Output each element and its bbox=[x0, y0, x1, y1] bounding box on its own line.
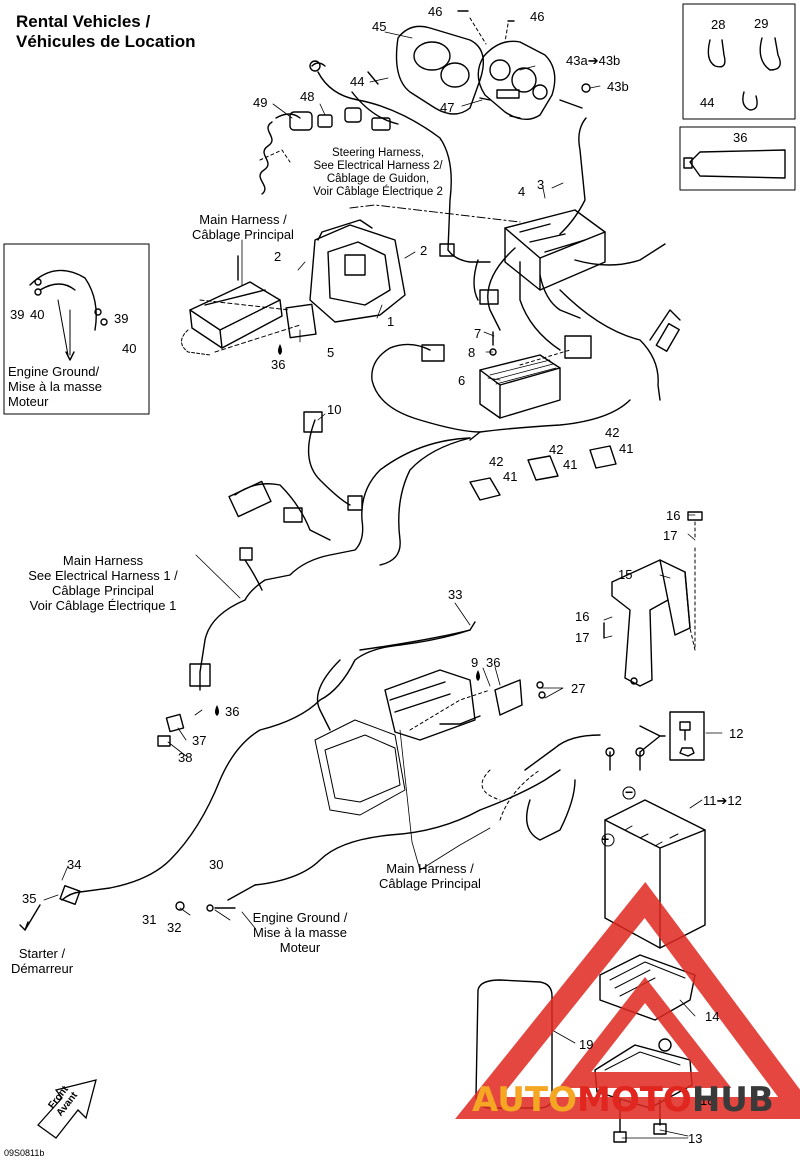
part-number: 37 bbox=[192, 733, 207, 748]
part-number: 6 bbox=[458, 373, 466, 388]
page-title: Rental Vehicles / Véhicules de Location bbox=[16, 12, 196, 52]
part-number: 13 bbox=[688, 1131, 703, 1146]
part-number: 33 bbox=[448, 587, 463, 602]
callout-main-harness-mid: Main Harness See Electrical Harness 1 / … bbox=[28, 553, 178, 613]
regulator-6 bbox=[479, 354, 561, 419]
part-number: 44 bbox=[700, 95, 715, 110]
part-number: 14 bbox=[705, 1009, 720, 1024]
main-harness-connector bbox=[189, 281, 283, 349]
watermark-hub: HUB bbox=[691, 1080, 774, 1120]
part-number: 39 bbox=[114, 311, 129, 326]
part-number: 12 bbox=[729, 726, 744, 741]
part-number: 41 bbox=[563, 457, 578, 472]
battery-minus-sign: − bbox=[625, 784, 634, 800]
part-number: 16 bbox=[666, 508, 681, 523]
callout-engine-ground-bottom: Engine Ground / Mise à la masse Moteur bbox=[252, 910, 348, 955]
part-number: 28 bbox=[711, 17, 726, 32]
inset-engine-ground bbox=[3, 243, 150, 415]
lower-module bbox=[384, 669, 476, 741]
inset-clamps bbox=[682, 3, 796, 120]
fuse-box bbox=[504, 209, 606, 291]
part-number: 35 bbox=[22, 891, 37, 906]
drop-icon bbox=[278, 344, 282, 355]
callout-main-harness-top: Main Harness / Câblage Principal bbox=[192, 212, 294, 242]
part-number: 18 bbox=[700, 1093, 715, 1108]
front-arrow-icon bbox=[37, 1079, 97, 1139]
part-number: 43a➔43b bbox=[566, 53, 621, 68]
part-number: 48 bbox=[300, 89, 315, 104]
part-number: 42 bbox=[489, 454, 504, 469]
watermark-moto: MOTO bbox=[576, 1080, 692, 1120]
part-number: 11➔12 bbox=[703, 793, 742, 808]
watermark-logo bbox=[455, 882, 800, 1119]
callout-starter: Starter / Démarreur bbox=[10, 946, 74, 976]
part-number: 1 bbox=[387, 314, 395, 329]
part-number: 19 bbox=[579, 1037, 594, 1052]
part-number: 44 bbox=[350, 74, 365, 89]
part-number: 7 bbox=[474, 326, 482, 341]
part-number: 46 bbox=[530, 9, 545, 24]
part-number: 31 bbox=[142, 912, 157, 927]
part-number: 40 bbox=[122, 341, 137, 356]
part-number: 10 bbox=[327, 402, 342, 417]
part-number: 32 bbox=[167, 920, 182, 935]
drop-icon bbox=[476, 670, 480, 681]
part-number: 17 bbox=[575, 630, 590, 645]
part-number: 42 bbox=[549, 442, 564, 457]
watermark-auto: AUTO bbox=[472, 1080, 577, 1120]
part-number: 43b bbox=[607, 79, 629, 94]
part-number: 29 bbox=[754, 16, 769, 31]
part-number: 41 bbox=[619, 441, 634, 456]
diagram-code: 09S0811b bbox=[4, 1148, 45, 1158]
part-number: 34 bbox=[67, 857, 82, 872]
part-number: 16 bbox=[575, 609, 590, 624]
battery-plus-sign: + bbox=[601, 831, 610, 847]
part-number: 15 bbox=[618, 567, 633, 582]
callout-main-harness-bottom: Main Harness / Câblage Principal bbox=[379, 861, 481, 891]
part-number: 42 bbox=[605, 425, 620, 440]
part-number: 36 bbox=[271, 357, 286, 372]
part-number: 46 bbox=[428, 4, 443, 19]
part-number: 9 bbox=[471, 655, 479, 670]
part-number: 49 bbox=[253, 95, 268, 110]
part-number: 2 bbox=[274, 249, 282, 264]
bracket-1 bbox=[309, 219, 406, 323]
gauge-cluster-43a bbox=[477, 40, 556, 120]
title-line-2: Véhicules de Location bbox=[16, 32, 196, 51]
inset-grease bbox=[679, 126, 796, 191]
part-number: 2 bbox=[420, 243, 428, 258]
part-number: 41 bbox=[503, 469, 518, 484]
title-line-1: Rental Vehicles / bbox=[16, 12, 151, 31]
part-number: 36 bbox=[225, 704, 240, 719]
part-number: 38 bbox=[178, 750, 193, 765]
battery-bracket-15 bbox=[611, 559, 691, 687]
part-number: 45 bbox=[372, 19, 387, 34]
callout-engine-ground-inset: Engine Ground/ Mise à la masse Moteur bbox=[8, 364, 102, 409]
minus-terminal-marker bbox=[622, 786, 636, 800]
part-number: 17 bbox=[663, 528, 678, 543]
part-number: 36 bbox=[486, 655, 501, 670]
part-number: 40 bbox=[30, 307, 45, 322]
lower-bracket bbox=[314, 719, 406, 816]
part-number: 4 bbox=[518, 184, 526, 199]
part-number: 47 bbox=[440, 100, 455, 115]
part-number: 36 bbox=[733, 130, 748, 145]
part-number: 8 bbox=[468, 345, 476, 360]
callout-steering-harness: Steering Harness, See Electrical Harness… bbox=[313, 147, 443, 198]
part-number: 5 bbox=[327, 345, 335, 360]
drop-icon bbox=[215, 705, 219, 716]
bezel-45 bbox=[395, 25, 484, 115]
part-number: 39 bbox=[10, 307, 25, 322]
part-number: 30 bbox=[209, 857, 224, 872]
part-number: 27 bbox=[571, 681, 586, 696]
part-number: 3 bbox=[537, 177, 545, 192]
watermark-text: AUTOMOTOHUB bbox=[472, 1080, 774, 1120]
